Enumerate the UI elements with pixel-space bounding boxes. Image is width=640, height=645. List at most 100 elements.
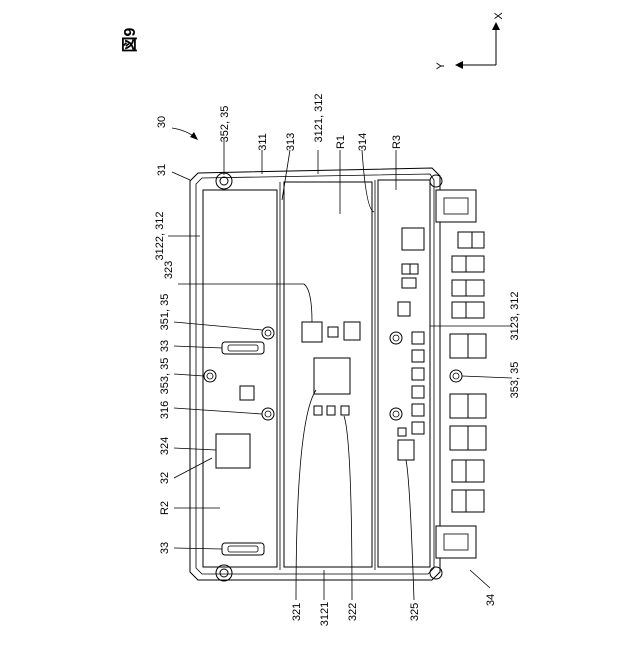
chip-r3-a: [402, 264, 410, 274]
chip-r3-e: [398, 428, 406, 436]
pad-1: [412, 332, 424, 344]
figure-label: 図9: [121, 27, 139, 52]
leader-34: [470, 570, 490, 588]
leader-31: [172, 172, 190, 180]
terminal-9b: [466, 490, 484, 512]
chip-r1-right: [344, 322, 360, 340]
boss-351: [262, 327, 274, 339]
boss-353-left-hole: [207, 373, 213, 379]
label-3121-312: 3121, 312: [313, 94, 325, 143]
leader-323: [178, 284, 312, 322]
boss-r3-lower-hole: [393, 411, 399, 417]
label-3122-312: 3122, 312: [154, 212, 166, 261]
terminal-9: [452, 490, 466, 512]
component-323: [302, 322, 322, 342]
leader-33-lower: [174, 548, 222, 549]
leader-322: [344, 416, 352, 600]
compartment-r2: [203, 190, 277, 567]
leader-316: [174, 408, 262, 414]
label-33-lower: 33: [159, 542, 171, 554]
label-33-upper: 33: [159, 340, 171, 352]
terminal-3b: [466, 280, 484, 296]
label-30: 30: [156, 116, 168, 128]
component-324: [216, 434, 250, 468]
clip-33-upper-inner: [228, 345, 258, 351]
pad-6: [412, 422, 424, 434]
label-32: 32: [159, 472, 171, 484]
pad-3: [412, 368, 424, 380]
housing-31: [190, 168, 442, 581]
x-axis-arrowhead: [492, 22, 500, 30]
component-322-a: [314, 406, 322, 415]
terminal-8b: [466, 460, 484, 482]
connector-bottom: [436, 526, 476, 558]
leader-30-arrowhead: [190, 132, 198, 140]
connector-group-34: [436, 190, 486, 558]
label-325: 325: [409, 603, 421, 621]
label-324: 324: [159, 437, 171, 455]
clip-33-lower-inner: [228, 546, 258, 552]
label-353-35-left: 353, 35: [159, 358, 171, 395]
compartment-r3: [378, 180, 430, 567]
small-chip-r1: [328, 327, 338, 337]
label-351-35: 351, 35: [159, 294, 171, 331]
label-321: 321: [291, 603, 303, 621]
terminal-8: [452, 460, 466, 482]
leader-325: [406, 460, 414, 600]
terminal-6: [450, 394, 468, 418]
label-314: 314: [357, 133, 369, 151]
terminal-1: [458, 232, 472, 248]
small-chip-r2: [240, 386, 254, 400]
terminal-2b: [466, 256, 484, 272]
r3-components: [390, 228, 424, 460]
label-352-35: 352, 35: [219, 106, 231, 143]
y-axis-label: Y: [435, 62, 447, 70]
hole-316: [262, 408, 274, 420]
label-322: 322: [347, 603, 359, 621]
chip-r3-b: [410, 264, 418, 274]
leader-353-right: [462, 376, 512, 378]
label-34: 34: [485, 594, 497, 606]
label-R3: R3: [391, 135, 403, 149]
label-R2: R2: [159, 501, 171, 515]
hole-316-inner: [265, 411, 271, 417]
leader-351: [174, 322, 262, 330]
connector-top: [436, 190, 476, 222]
label-3123-312: 3123, 312: [509, 292, 521, 341]
terminal-7: [450, 426, 468, 450]
chip-r3-f: [398, 440, 414, 460]
axis-indicator: X Y: [435, 12, 505, 70]
chip-r3-c: [402, 278, 416, 288]
label-313: 313: [285, 133, 297, 151]
component-322-c: [341, 406, 349, 415]
label-3121: 3121: [319, 602, 331, 626]
leader-353-left: [174, 374, 204, 376]
terminal-4b: [466, 302, 484, 318]
label-353-35-right: 353, 35: [509, 362, 521, 399]
component-322-b: [327, 406, 335, 415]
terminal-5b: [468, 334, 486, 358]
chip-r3-d: [398, 302, 410, 316]
boss-top-left: [216, 173, 232, 189]
leader-33-upper: [174, 346, 222, 348]
housing-inner-outline: [196, 174, 434, 574]
pad-2: [412, 350, 424, 362]
boss-bottom-left-hole: [220, 569, 228, 577]
label-311: 311: [257, 133, 269, 151]
terminal-2: [452, 256, 466, 272]
terminal-3: [452, 280, 466, 296]
boss-353-left: [204, 370, 216, 382]
boss-top-left-hole: [220, 177, 228, 185]
x-axis-label: X: [493, 12, 505, 20]
chip-r3-top: [402, 228, 424, 250]
boss-353-right: [450, 370, 462, 382]
boss-r3-lower: [390, 408, 402, 420]
boss-351-hole: [265, 330, 271, 336]
boss-bottom-right: [430, 567, 442, 579]
label-316: 316: [159, 401, 171, 419]
r2-components: [204, 327, 274, 555]
y-axis-arrowhead: [455, 61, 463, 69]
leader-321: [296, 390, 316, 600]
compartment-r1: [284, 182, 372, 567]
